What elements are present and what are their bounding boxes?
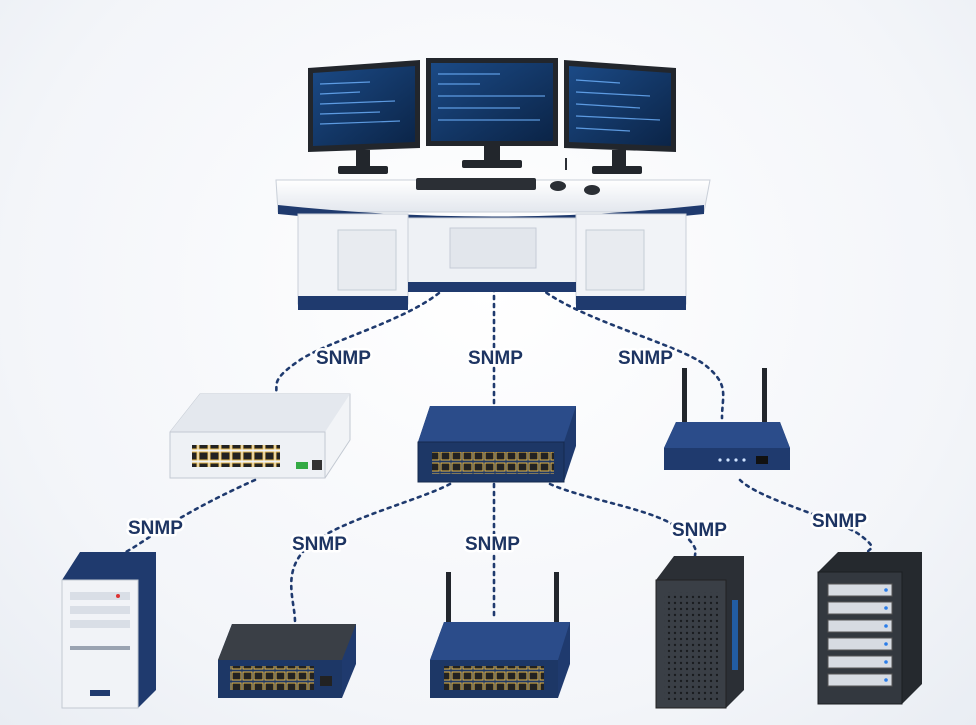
link-router-top-server-rack (738, 478, 873, 554)
monitor-center (426, 58, 558, 168)
pc-tower (61, 552, 156, 709)
switch-white (169, 393, 351, 479)
switch-small (218, 624, 356, 698)
snmp-label-console-router-top: SNMP (618, 348, 673, 369)
link-console-router-top (538, 286, 725, 420)
server-tower (655, 556, 744, 709)
router-top (664, 368, 790, 470)
snmp-label-router-top-server-rack: SNMP (812, 511, 867, 532)
router-bottom (430, 572, 570, 698)
snmp-label-console-switch-blue: SNMP (468, 348, 523, 369)
link-layer (116, 286, 873, 624)
link-switch-blue-server-tower (548, 482, 697, 558)
snmp-label-switch-blue-router-bottom: SNMP (465, 534, 520, 555)
management-console (275, 58, 711, 310)
switch-blue (417, 406, 576, 483)
label-layer: SNMP SNMP SNMP SNMP SNMP SNMP SNMP SNMP (126, 346, 870, 558)
server-rack (817, 552, 922, 705)
snmp-label-console-switch-white: SNMP (316, 348, 371, 369)
monitor-right (564, 60, 676, 174)
link-console-switch-white (274, 286, 447, 394)
snmp-label-switch-blue-server-tower: SNMP (672, 520, 727, 541)
link-switch-blue-switch-small (289, 482, 452, 624)
monitor-left (308, 60, 420, 174)
snmp-label-switch-white-pc: SNMP (128, 518, 183, 539)
snmp-label-switch-blue-switch-small: SNMP (292, 534, 347, 555)
